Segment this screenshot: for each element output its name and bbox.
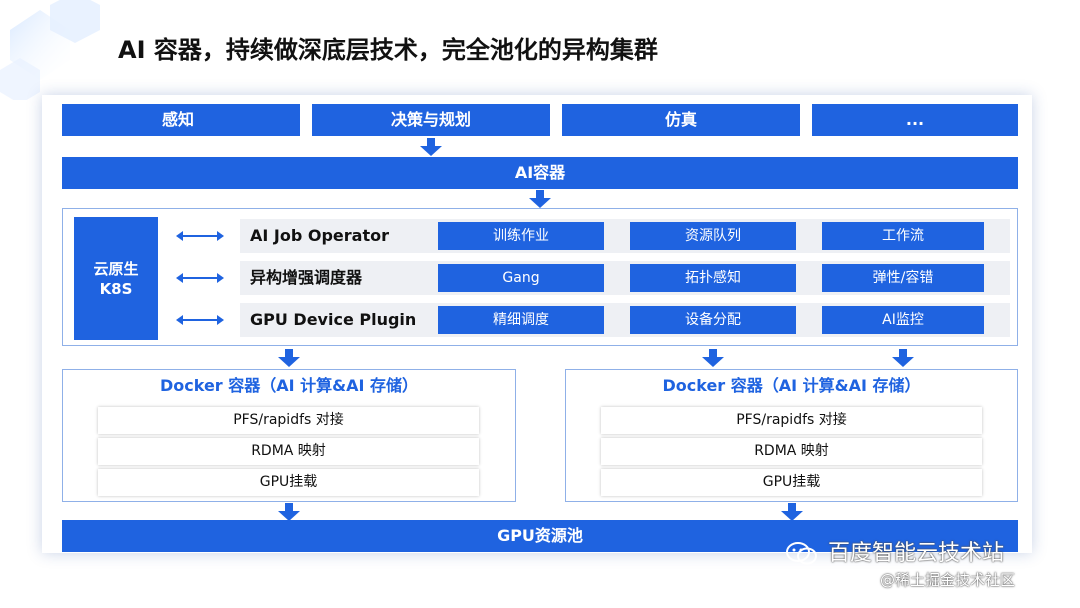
cell-training-job: 训练作业 [438, 222, 604, 250]
cell-device-allocation: 设备分配 [630, 306, 796, 334]
gpu-pool-bar: GPU资源池 [62, 520, 1018, 552]
double-arrow-icon [176, 231, 224, 241]
double-arrow-icon [176, 273, 224, 283]
top-box-perception: 感知 [62, 104, 300, 136]
top-box-more: ... [812, 104, 1018, 136]
docker-item-pfs: PFS/rapidfs 对接 [98, 407, 479, 434]
row-label-scheduler: 异构增强调度器 [250, 268, 363, 287]
docker-title-left: Docker 容器（AI 计算&AI 存储） [159, 376, 419, 395]
k8s-label-line1: 云原生 [93, 259, 139, 278]
ai-container-bar: AI容器 [62, 157, 1018, 189]
k8s-box: 云原生 K8S [74, 217, 158, 340]
wechat-icon [786, 542, 817, 565]
corner-decoration [0, 0, 100, 100]
cell-resource-queue: 资源队列 [630, 222, 796, 250]
top-box-simulation: 仿真 [562, 104, 800, 136]
watermark-line2: @稀土掘金技术社区 [880, 571, 1016, 589]
down-arrow-icon [529, 190, 551, 208]
docker-item-gpu-mount: GPU挂载 [98, 469, 479, 496]
cell-gang: Gang [438, 264, 604, 292]
cell-fine-scheduling: 精细调度 [438, 306, 604, 334]
watermark-line1: 百度智能云技术站 [828, 541, 1005, 566]
down-arrow-icon [278, 349, 300, 367]
down-arrow-icon [702, 349, 724, 367]
down-arrow-icon [420, 138, 442, 156]
docker-item-rdma: RDMA 映射 [601, 438, 982, 465]
docker-item-gpu-mount: GPU挂载 [601, 469, 982, 496]
down-arrow-icon [892, 349, 914, 367]
cell-ai-monitoring: AI监控 [822, 306, 984, 334]
cell-workflow: 工作流 [822, 222, 984, 250]
down-arrow-icon [278, 503, 300, 521]
docker-item-rdma: RDMA 映射 [98, 438, 479, 465]
docker-item-pfs: PFS/rapidfs 对接 [601, 407, 982, 434]
down-arrow-icon [781, 503, 803, 521]
cell-elastic-fault-tolerance: 弹性/容错 [822, 264, 984, 292]
row-label-device-plugin: GPU Device Plugin [250, 310, 417, 329]
row-label-job-operator: AI Job Operator [250, 226, 389, 245]
page-title: AI 容器，持续做深底层技术，完全池化的异构集群 [118, 36, 658, 64]
k8s-label-line2: K8S [99, 279, 133, 298]
double-arrow-icon [176, 315, 224, 325]
docker-title-right: Docker 容器（AI 计算&AI 存储） [662, 376, 921, 395]
cell-topology-aware: 拓扑感知 [630, 264, 796, 292]
top-box-decision-planning: 决策与规划 [312, 104, 550, 136]
